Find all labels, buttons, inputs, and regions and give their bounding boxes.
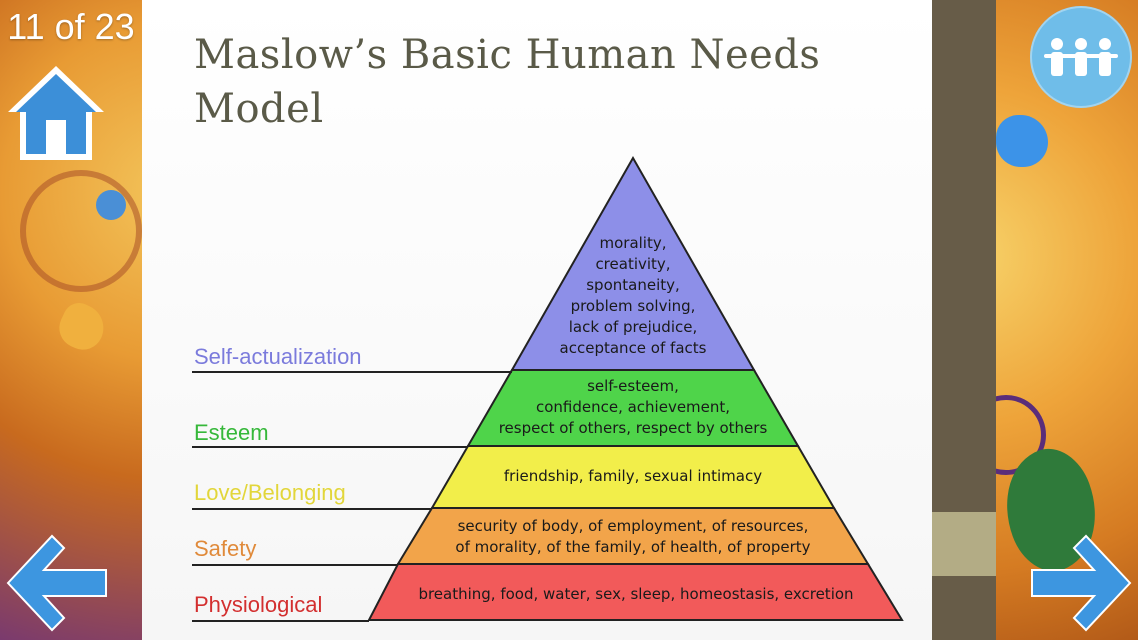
right-decor-panel [996,0,1138,640]
level-label-love: Love/Belonging [194,480,346,505]
pyramid-diagram [192,155,904,622]
slide-title-line: Model [194,86,324,132]
flower-decoration [996,115,1048,167]
people-button[interactable] [1030,6,1132,108]
tier-text-self-actualization: morality, creativity, spontaneity, probl… [533,233,733,359]
next-slide-button[interactable] [1028,530,1134,636]
tier-text-physiological: breathing, food, water, sex, sleep, home… [378,584,894,605]
home-button[interactable] [4,62,108,166]
level-label-esteem: Esteem [194,420,269,445]
people-icon [1044,38,1118,76]
slide-title: Maslow’s Basic Human Needs Model [194,28,834,136]
flower-decoration [52,297,112,357]
level-label-safety: Safety [194,536,257,561]
tier-text-line: respect of others, respect by others [498,419,768,437]
tier-text-line: spontaneity, [586,276,680,294]
tier-text-line: security of body, of employment, of reso… [457,517,809,535]
pyramid-tier-physiological [367,563,904,621]
arrow-right-icon [1031,534,1132,632]
swirl-decoration [20,170,142,292]
previous-slide-button[interactable] [4,530,110,636]
tier-text-line: breathing, food, water, sex, sleep, home… [418,585,854,603]
home-icon [8,66,104,160]
arrow-left-icon [6,534,107,632]
tier-text-line: self-esteem, [587,377,679,395]
tier-text-line: confidence, achievement, [535,398,731,416]
level-label-self-actualization: Self-actualization [194,344,362,369]
tier-text-line: lack of prejudice, [568,318,698,336]
slide-title-line: Maslow’s Basic Human Needs [194,32,821,78]
tier-text-line: morality, [599,234,667,252]
flower-decoration [96,190,126,220]
tier-text-line: creativity, [595,255,671,273]
slide-canvas: Maslow’s Basic Human Needs Model Self-ac… [142,0,932,640]
tier-text-line: friendship, family, sexual intimacy [503,467,763,485]
level-label-physiological: Physiological [194,592,323,617]
tier-text-line: problem solving, [570,297,696,315]
tier-text-esteem: self-esteem, confidence, achievement, re… [473,376,793,439]
scrollbar-thumb[interactable] [932,512,996,576]
page-counter: 11 of 23 [7,6,135,47]
tier-text-line: of morality, of the family, of health, o… [455,538,811,556]
tier-text-safety: security of body, of employment, of reso… [413,516,853,558]
tier-text-line: acceptance of facts [559,339,707,357]
tier-text-love: friendship, family, sexual intimacy [453,466,813,487]
